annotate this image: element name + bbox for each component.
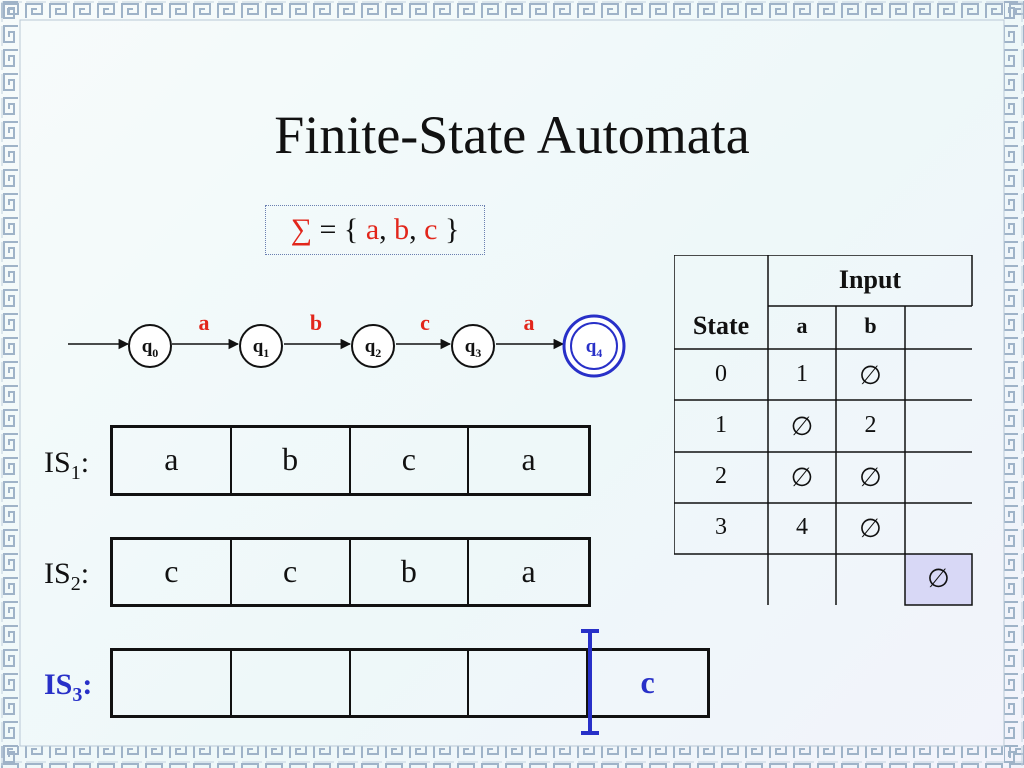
state-label-q0: q0 [142,336,159,360]
input-tape-is1: a b c a [110,425,591,496]
alphabet-open: = { [319,213,359,246]
input-tape-is2: c c b a [110,537,591,607]
alphabet-sep: , [409,213,417,246]
state-node-q1 [239,324,283,368]
state-node-q0 [128,324,172,368]
state-label-q3: q3 [465,336,482,360]
state-label-q4: q4 [586,336,603,360]
table-cell: ∅ [790,412,814,441]
read-head-marker [581,629,599,735]
alphabet-sep: , [379,213,387,246]
alphabet-symbol-a: a [365,213,380,246]
tape-cell: b [351,540,470,604]
table-header-col-b: b [864,313,877,338]
tape-cell: a [113,428,232,493]
state-label-q2: q2 [365,336,382,360]
tape-cell: c [232,540,351,604]
highlight-cell [904,553,973,606]
is3-label: IS3: [44,668,93,706]
alphabet-symbol-b: b [394,213,410,246]
transition-label: b [310,310,322,335]
alphabet-close: } [444,213,460,246]
table-cell: ∅ [859,463,882,492]
alphabet-definition: ∑ = { a, b, c } [265,205,485,255]
alphabet-symbol-c: c [424,213,438,246]
tape-cell-current: c [640,664,655,700]
transition-label: a [199,310,210,335]
table-header-input: Input [838,265,902,294]
table-state-cell: 2 [715,463,727,489]
tape-cell: c [113,540,232,604]
table-state-cell: 3 [715,514,727,540]
transition-label: c [420,310,430,335]
is1-label: IS1: [44,446,90,484]
table-state-cell: 0 [715,361,727,387]
is2-label: IS2: [44,557,90,595]
accept-state-inner [570,322,618,370]
table-highlight-cell-value: ∅ [927,564,950,593]
table-cell: 4 [796,514,808,540]
table-cell: ∅ [790,463,814,492]
tape-cell: a [521,441,536,477]
table-cell: 1 [796,361,808,387]
tape-cell [351,651,470,715]
table-cell: ∅ [859,514,882,543]
tape-cell [113,651,232,715]
tape-cell: c [351,428,470,493]
state-node-q3 [451,324,495,368]
state-label-q1: q1 [253,336,270,360]
tape-cell: b [232,428,351,493]
tape-cell [232,651,351,715]
input-tape-is3: c [110,648,710,718]
page-title: Finite-State Automata [274,105,750,165]
table-cell: ∅ [859,361,882,390]
table-header-state: State [692,311,750,340]
sigma-symbol: ∑ [290,213,312,246]
table-header-col-a: a [796,313,808,338]
tape-cell: a [521,553,536,589]
table-state-cell: 1 [715,412,727,438]
table-cell: 2 [864,412,877,438]
table-grid [674,255,973,606]
transition-label: a [524,310,535,335]
state-node-q2 [351,324,395,368]
tape-cell [469,651,589,715]
